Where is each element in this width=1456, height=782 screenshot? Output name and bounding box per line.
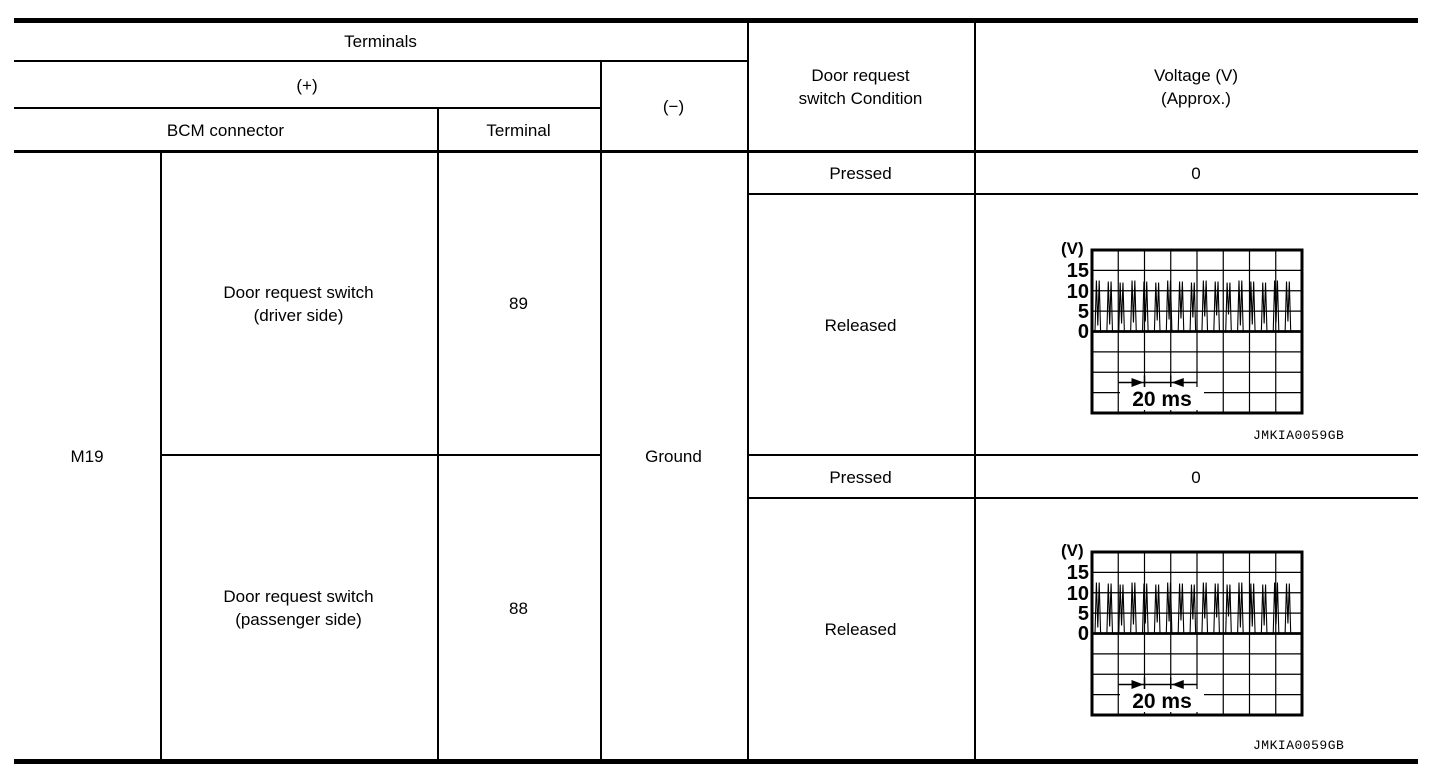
header-plus: (+) xyxy=(14,63,600,107)
cell-terminal-passenger: 88 xyxy=(437,457,600,759)
header-terminal-label: Terminal xyxy=(486,120,551,140)
ground-value: Ground xyxy=(645,446,702,466)
scope-y-tick-15: 15 xyxy=(1067,562,1089,584)
scope-time-scale-marker xyxy=(1118,375,1197,390)
figure-caption-driver: JMKIA0059GB xyxy=(1253,428,1345,443)
header-condition-line1: Door request xyxy=(811,65,910,85)
rule-row-divider-left xyxy=(160,454,600,456)
terminal-driver-value: 89 xyxy=(509,294,528,313)
cell-pressed-passenger: Pressed xyxy=(747,457,974,497)
rule-col-voltage xyxy=(974,23,976,759)
cell-switch-passenger: Door request switch (passenger side) xyxy=(160,457,437,759)
scope-time-label: 20 ms xyxy=(1132,388,1192,411)
header-bcm-connector-label: BCM connector xyxy=(166,120,285,140)
switch-passenger-line1: Door request switch xyxy=(223,587,374,606)
scope-y-tick-5: 5 xyxy=(1078,603,1089,625)
figure-caption-passenger: JMKIA0059GB xyxy=(1253,738,1345,753)
scope-y-tick-5: 5 xyxy=(1078,301,1089,323)
table-border-bottom xyxy=(14,759,1418,764)
scope-time-label: 20 ms xyxy=(1132,690,1192,713)
rule-col-minus xyxy=(600,62,602,759)
cell-pressed-driver: Pressed xyxy=(747,153,974,193)
scope-grid xyxy=(1090,248,1304,415)
header-minus: (−) xyxy=(600,63,747,150)
released-passenger-label: Released xyxy=(824,620,897,639)
header-bcm-connector: BCM connector xyxy=(14,110,437,150)
header-condition-line2: switch Condition xyxy=(798,88,923,108)
cell-pressed-driver-value: 0 xyxy=(974,153,1418,193)
cell-pressed-passenger-value: 0 xyxy=(974,457,1418,497)
header-terminal: Terminal xyxy=(437,110,600,150)
scope-y-unit: (V) xyxy=(1061,239,1084,258)
pressed-passenger-label: Pressed xyxy=(829,467,892,487)
switch-passenger-line2: (passenger side) xyxy=(235,610,362,629)
header-plus-label: (+) xyxy=(296,75,318,95)
oscilloscope-waveform-passenger: 20 ms (V) 15 10 5 0 xyxy=(1061,541,1304,717)
scope-trace xyxy=(1094,582,1292,634)
scope-y-tick-10: 10 xyxy=(1067,281,1089,303)
scope-y-tick-15: 15 xyxy=(1067,260,1089,282)
cell-terminal-driver: 89 xyxy=(437,153,600,454)
cell-switch-driver: Door request switch (driver side) xyxy=(160,153,437,454)
switch-driver-line2: (driver side) xyxy=(253,305,344,325)
rule-header-bottom xyxy=(14,150,1418,153)
pressed-passenger-voltage: 0 xyxy=(1191,467,1201,487)
scope-y-tick-0: 0 xyxy=(1078,321,1089,343)
rule-col-condition xyxy=(747,23,749,759)
scope-y-unit: (V) xyxy=(1061,541,1084,560)
rule-under-pressed-1 xyxy=(747,193,1418,195)
oscilloscope-waveform-driver: 20 ms (V) 15 10 5 0 xyxy=(1061,239,1304,415)
scope-y-tick-10: 10 xyxy=(1067,583,1089,605)
header-terminals-label: Terminals xyxy=(344,32,417,51)
rule-col-connector xyxy=(160,153,162,759)
rule-under-pressed-2 xyxy=(747,497,1418,499)
scope-trace xyxy=(1094,280,1292,332)
cell-ground: Ground xyxy=(600,153,747,759)
pressed-driver-voltage: 0 xyxy=(1191,163,1201,183)
header-condition: Door request switch Condition xyxy=(747,23,974,150)
terminal-passenger-value: 88 xyxy=(509,598,528,618)
header-voltage-line1: Voltage (V) xyxy=(1153,65,1239,85)
rule-row-divider-right xyxy=(747,454,1418,456)
table-border-top xyxy=(14,18,1418,23)
rule-under-plus xyxy=(14,107,600,109)
cell-released-driver: Released xyxy=(747,196,974,454)
scope-time-label-background xyxy=(1120,387,1204,410)
scope-y-tick-0: 0 xyxy=(1078,623,1089,645)
scope-time-label-background xyxy=(1120,689,1204,712)
header-voltage: Voltage (V) (Approx.) xyxy=(974,23,1418,150)
header-minus-label: (−) xyxy=(662,97,685,116)
scope-grid xyxy=(1090,550,1304,717)
pressed-driver-label: Pressed xyxy=(829,163,892,183)
cell-released-passenger: Released xyxy=(747,500,974,759)
header-terminals: Terminals xyxy=(14,23,747,60)
bcm-connector-value: M19 xyxy=(70,446,104,466)
released-driver-label: Released xyxy=(824,315,897,335)
switch-driver-line1: Door request switch xyxy=(223,282,374,302)
cell-bcm-connector-value: M19 xyxy=(14,153,160,759)
rule-under-terminals xyxy=(14,60,747,62)
rule-col-terminal xyxy=(437,109,439,759)
header-voltage-line2: (Approx.) xyxy=(1161,88,1231,108)
